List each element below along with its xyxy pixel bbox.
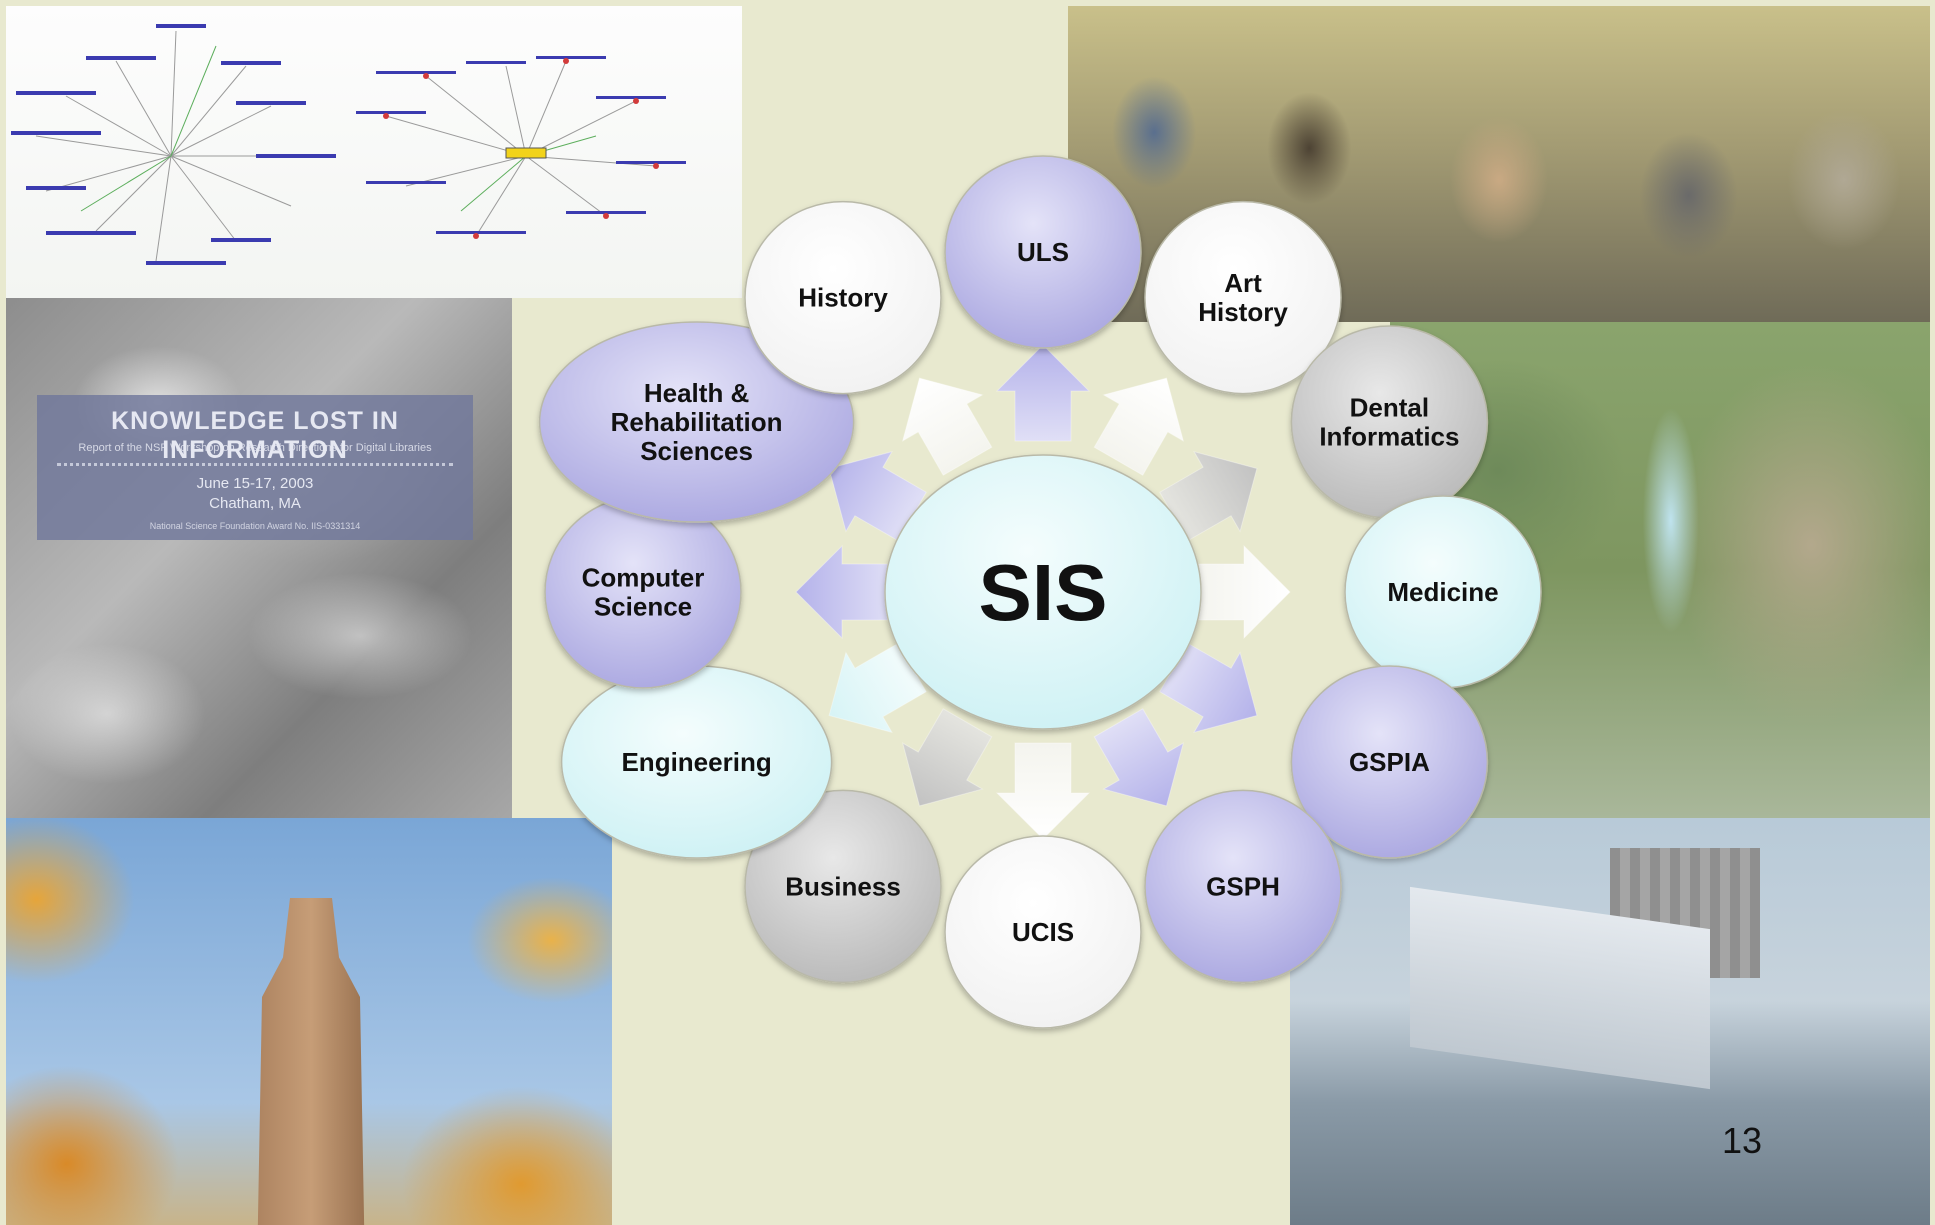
- arrow-shape: [1193, 544, 1291, 640]
- arrow-shape: [1159, 642, 1258, 734]
- arrow-health-and-rehabilitation-sciences: [828, 450, 927, 542]
- ontology-network-image: [6, 6, 742, 298]
- arrow-shape: [995, 742, 1091, 840]
- node-label: Medicine: [1387, 577, 1498, 607]
- report-date: June 15-17, 2003: [196, 475, 314, 492]
- node-business: Business: [744, 789, 942, 984]
- node-gsph: GSPH: [1144, 789, 1342, 984]
- report-place: Chatham, MA: [209, 495, 301, 512]
- arrow-shape: [1093, 708, 1185, 807]
- center-layer: SIS: [884, 454, 1202, 730]
- center-node-sis: SIS: [884, 454, 1202, 730]
- arrow-gsph: [1093, 708, 1185, 807]
- report-footer: National Science Foundation Award No. II…: [149, 521, 361, 531]
- arrow-dental-informatics: [1159, 450, 1258, 542]
- cathedral-photo: [6, 818, 612, 1225]
- node-ellipse: [538, 321, 855, 523]
- node-label: UCIS: [1012, 917, 1074, 947]
- arrow-ucis: [995, 742, 1091, 840]
- report-subtitle: Report of the NSF Workshop on Research D…: [78, 442, 432, 454]
- arrow-history: [901, 377, 993, 476]
- center-ellipse: [884, 454, 1202, 730]
- node-ellipse: [1144, 200, 1342, 395]
- arrow-shape: [1093, 377, 1185, 476]
- building-rendering-photo: [1290, 818, 1930, 1225]
- arrow-shape: [828, 450, 927, 542]
- arrow-layer: [795, 344, 1291, 840]
- node-label: History: [798, 283, 888, 313]
- arrow-art-history: [1093, 377, 1185, 476]
- node-label: GSPIA: [1349, 747, 1430, 777]
- arrow-medicine: [1193, 544, 1291, 640]
- node-ellipse: [744, 789, 942, 984]
- arrow-uls: [995, 344, 1091, 442]
- network-graph-icon: [11, 24, 686, 265]
- arrow-shape: [1159, 450, 1258, 542]
- node-ellipse: [744, 200, 942, 395]
- arrow-gspia: [1159, 642, 1258, 734]
- node-gspia: GSPIA: [1290, 665, 1489, 859]
- arrow-computer-science: [795, 544, 893, 640]
- center-label: SIS: [979, 548, 1108, 637]
- report-title: KNOWLEDGE LOST IN INFORMATION: [111, 407, 399, 464]
- node-label: Business: [785, 871, 901, 901]
- node-ellipse: [1144, 789, 1342, 984]
- node-ellipse: [1290, 665, 1489, 859]
- node-label: ULS: [1017, 237, 1069, 267]
- node-ellipse: [944, 155, 1142, 349]
- node-history: History: [744, 200, 942, 395]
- arrow-shape: [995, 344, 1091, 442]
- node-label: Engineering: [621, 747, 771, 777]
- cloud-photo: [6, 298, 512, 818]
- arrow-shape: [901, 708, 993, 807]
- arrow-shape: [901, 377, 993, 476]
- node-medicine: Medicine: [1344, 495, 1542, 689]
- report-cover: KNOWLEDGE LOST IN INFORMATION Report of …: [37, 395, 473, 540]
- node-ellipse: [944, 835, 1142, 1029]
- arrow-engineering: [828, 642, 927, 734]
- arrow-shape: [828, 642, 927, 734]
- node-ucis: UCIS: [944, 835, 1142, 1029]
- node-engineering: Engineering: [560, 665, 833, 859]
- arrow-shape: [795, 544, 893, 640]
- report-divider: [57, 463, 453, 468]
- slide-number: 13: [1722, 1120, 1763, 1161]
- node-uls: ULS: [944, 155, 1142, 349]
- arrow-business: [901, 708, 993, 807]
- node-label: GSPH: [1206, 871, 1280, 901]
